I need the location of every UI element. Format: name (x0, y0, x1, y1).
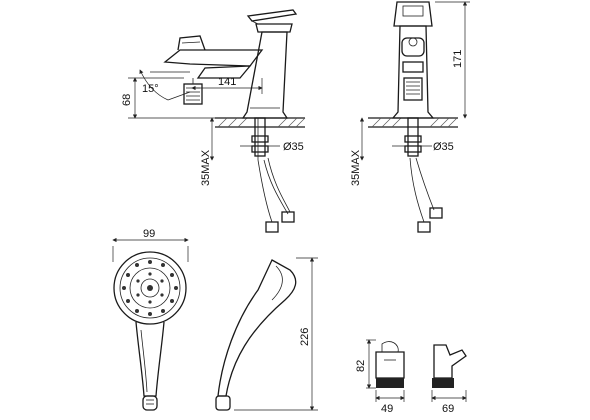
counter-slab-left (215, 117, 306, 128)
nozzle-pattern (122, 260, 178, 316)
max-thickness-left-label: 35MAX (200, 149, 212, 186)
mixer-side-view: 15° 141 68 35MAX Ø35 (121, 9, 306, 233)
faucet-height-label: 171 (452, 50, 464, 68)
counter-slab-right (368, 117, 458, 128)
max-thickness-right-label: 35MAX (350, 149, 362, 186)
spout-height-label: 68 (121, 94, 133, 106)
holder-height-label: 82 (355, 360, 367, 372)
shower-length-label: 226 (299, 328, 311, 346)
holder-side-base (432, 378, 454, 388)
holder-side-view: 69 (431, 344, 467, 415)
holder-width-label: 49 (381, 403, 393, 415)
holder-base (376, 378, 404, 388)
hand-shower-front-view: 99 (112, 228, 189, 411)
shower-head-width-label: 99 (143, 228, 155, 240)
angle-label: 15° (142, 83, 159, 95)
hole-diameter-right-label: Ø35 (433, 141, 454, 153)
hole-diameter-left-label: Ø35 (283, 141, 304, 153)
holder-depth-label: 69 (442, 403, 454, 415)
spout-reach-label: 141 (218, 76, 236, 88)
mixer-front-view: 171 35MAX Ø35 (350, 1, 470, 233)
hand-shower-side-view: 226 (215, 257, 318, 411)
holder-front-view: 82 49 (355, 339, 405, 415)
